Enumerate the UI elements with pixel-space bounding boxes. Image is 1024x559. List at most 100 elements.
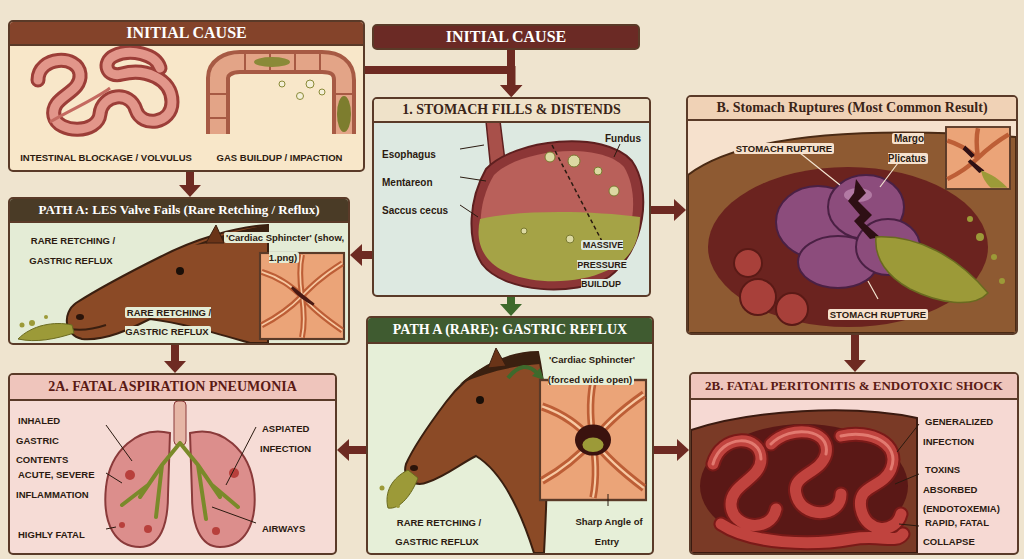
part-label: Margo Plicatus	[888, 133, 928, 164]
reflux-contents	[582, 438, 603, 452]
flow-arrow	[164, 345, 186, 373]
leader-line	[460, 144, 620, 217]
label-wrap: Fundus	[598, 127, 648, 147]
gas-pocket	[254, 57, 290, 67]
part-label: TOXINS ABSORBED (ENDOTOXEMIA)	[923, 464, 1002, 514]
panel-box: INITIAL CAUSEINTESTINAL BLOCKAGE / VOLVU…	[8, 20, 365, 172]
gas-bubble	[297, 93, 304, 100]
arrow-shaft	[361, 251, 372, 259]
arrow-shaft	[171, 345, 179, 362]
header-band: INITIAL CAUSE	[372, 24, 640, 50]
label-wrap: AIRWAYS	[260, 517, 332, 537]
arrow-head	[500, 85, 522, 97]
horse-eye	[476, 396, 484, 404]
reflux-drop	[29, 320, 35, 326]
intestine-drawing	[38, 52, 172, 129]
panel-header: 2A. FATAL ASPIRATION PNEUMONIA	[10, 375, 335, 401]
sphincter-inset	[540, 380, 646, 500]
label-wrap: Esophagus	[380, 143, 456, 163]
label-wrap: GAS BUILDUP / IMPACTION	[202, 146, 357, 166]
reflux-drop	[44, 315, 48, 319]
flow-arrow	[844, 335, 866, 372]
label-wrap: Mentareon	[380, 171, 456, 191]
part-label: RARE RETCHING / GASTRIC REFLUX	[29, 235, 115, 266]
label-wrap: RARE RETCHING / GASTRIC REFLUX	[16, 229, 128, 268]
inflammation-spot	[212, 527, 220, 535]
arrow-head	[350, 244, 362, 266]
gas-bubble	[568, 155, 580, 167]
stomach-fold	[947, 128, 1008, 179]
horse-eye	[176, 267, 184, 275]
leader-line	[608, 494, 609, 506]
colon-drawing	[208, 52, 354, 134]
leader-line	[106, 425, 256, 529]
horse-mouth	[70, 325, 106, 330]
part-label: Saccus cecus	[380, 205, 450, 216]
horse-nostril	[76, 314, 84, 320]
panel-title: 2B. FATAL PERITONITIS & ENDOTOXIC SHOCK	[705, 379, 1003, 393]
part-label: HIGHLY FATAL	[16, 529, 87, 540]
spill-drop	[999, 278, 1005, 284]
label-wrap: RAPID, FATAL COLLAPSE	[923, 511, 1015, 550]
panel-box: 1. STOMACH FILLS & DISTENDS FundusEsophag…	[372, 97, 651, 297]
arrow-head	[677, 439, 689, 461]
arrow-head	[674, 199, 686, 221]
flow-arrow	[179, 172, 201, 197]
label-wrap: MASSIVE PRESSURE BUILDUP	[558, 233, 646, 292]
arrow-shaft	[365, 70, 512, 86]
intestine-fold	[50, 88, 110, 122]
inflammation-spot	[125, 470, 135, 480]
label-wrap: GENERALIZED INFECTION	[923, 410, 1015, 449]
muscle-fold	[262, 255, 343, 338]
panel-box: 2B. FATAL PERITONITIS & ENDOTOXIC SHOCK G…	[689, 372, 1019, 555]
part-label: STOMACH RUPTURE	[734, 143, 834, 154]
arrow-head	[844, 360, 866, 372]
tear-edge	[963, 146, 985, 173]
label-wrap: RARE RETCHING / GASTRIC REFLUX	[376, 511, 500, 550]
part-label: 'Cardiac Sphincter' (forced wide open)	[547, 354, 635, 385]
colon-tube	[218, 62, 344, 134]
reflux-drop	[380, 486, 385, 491]
part-label: Esophagus	[380, 149, 438, 160]
panel-header: 1. STOMACH FILLS & DISTENDS	[374, 99, 649, 123]
open-sphincter	[575, 424, 611, 455]
part-label: RARE RETCHING / GASTRIC REFLUX	[395, 517, 481, 548]
tear-inset	[946, 127, 1010, 189]
flow-arrow	[651, 199, 686, 221]
panel-box: PATH A: LES Valve Fails (Rare Retching /…	[8, 197, 350, 345]
panel-title: 2A. FATAL ASPIRATION PNEUMONIA	[48, 379, 297, 394]
horse-ear	[488, 348, 506, 368]
label-wrap: Saccus cecus	[380, 199, 456, 219]
arrow-shaft	[507, 50, 515, 86]
label-wrap: ASPIATED INFECTION	[260, 417, 332, 456]
reflux-drop	[20, 323, 25, 328]
rupture-illustration	[688, 97, 1016, 333]
label-wrap: RARE RETCHING / GASTRIC REFLUX	[106, 301, 230, 340]
horse-nostril	[410, 465, 418, 471]
part-label: Fundus	[603, 133, 643, 144]
part-label: GENERALIZED INFECTION	[923, 416, 993, 447]
panel-box: B. Stomach Ruptures (Most Common Result)…	[686, 95, 1018, 335]
muscle-fold	[262, 255, 343, 338]
horse-belly	[691, 410, 917, 553]
intestine-loop	[713, 432, 903, 543]
arrow-head	[500, 304, 522, 316]
panel-header: INITIAL CAUSE	[374, 26, 638, 48]
part-label: ASPIATED INFECTION	[260, 423, 313, 454]
inset-frame	[540, 380, 646, 500]
flow-arrow	[654, 439, 689, 461]
arrow-head	[501, 85, 523, 97]
direction-arrowhead	[532, 368, 544, 380]
colon-segment	[208, 52, 354, 118]
arrow-shaft	[651, 206, 675, 214]
label-wrap: ACUTE, SEVERE INFLAMMATION	[16, 463, 102, 502]
gas-bubble	[319, 89, 325, 95]
colon-tube	[218, 62, 344, 134]
intestine-loop	[713, 432, 903, 543]
panel-title: PATH A: LES Valve Fails (Rare Retching /…	[39, 203, 320, 217]
part-label: AIRWAYS	[260, 523, 307, 534]
gas-bubble	[306, 80, 314, 88]
label-wrap: Sharp Angle of Entry	[568, 510, 648, 549]
gas-bubble	[609, 186, 619, 196]
stomach-wall	[471, 141, 643, 289]
